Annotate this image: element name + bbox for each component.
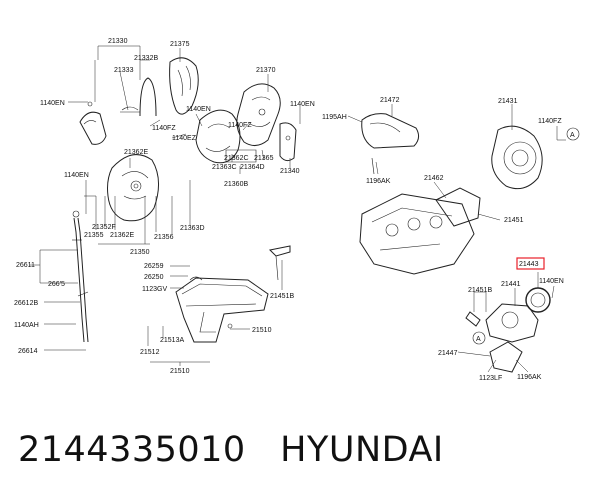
- label-A-1: A: [570, 132, 575, 139]
- label-21364D[interactable]: 21364D: [240, 164, 265, 171]
- oil-seal-21443[interactable]: [525, 287, 551, 313]
- label-1123GV[interactable]: 1123GV: [142, 286, 167, 293]
- label-21365[interactable]: 21365: [254, 155, 274, 162]
- label-21512[interactable]: 21512: [140, 349, 160, 356]
- label-1140EN-c[interactable]: 1140EN: [290, 101, 315, 108]
- label-21360B[interactable]: 21360B: [224, 181, 248, 188]
- label-21362E-b[interactable]: 21362E: [110, 232, 134, 239]
- label-21363D[interactable]: 21363D: [180, 225, 205, 232]
- timing-case-cover: [225, 83, 281, 163]
- part-labels: 21330 21332B 21333 21375 21370 1140EN 11…: [14, 38, 575, 382]
- label-1140EN-b[interactable]: 1140EN: [186, 106, 211, 113]
- part-number: 2144335010: [18, 430, 246, 470]
- label-21363C[interactable]: 21363C: [212, 164, 237, 171]
- label-A-2: A: [476, 336, 481, 343]
- label-1140FZ-b[interactable]: 1140FZ: [228, 122, 252, 129]
- oil-dipstick: [72, 210, 89, 343]
- label-21447[interactable]: 21447: [438, 350, 458, 357]
- bracket-21340: [279, 122, 297, 162]
- label-1196AK-b[interactable]: 1196AK: [517, 374, 542, 381]
- label-21451[interactable]: 21451: [504, 217, 524, 224]
- timing-cover-lower: [107, 154, 159, 222]
- label-1140FZ-c[interactable]: 1140FZ: [538, 118, 562, 125]
- circle-A-marker: [566, 127, 580, 141]
- caption: 2144335010 HYUNDAI: [18, 420, 444, 480]
- parts-diagram: 21330 21332B 21333 21375 21370 1140EN 11…: [14, 38, 580, 382]
- label-26615[interactable]: 266'5: [48, 281, 65, 288]
- engine-block: [359, 193, 475, 275]
- drive-plate-21431: [491, 125, 543, 190]
- label-21510-a[interactable]: 21510: [252, 327, 272, 334]
- label-26614[interactable]: 26614: [18, 348, 38, 355]
- label-1140AH[interactable]: 1140AH: [14, 322, 39, 329]
- label-1196AK-a[interactable]: 1196AK: [366, 178, 391, 185]
- label-1140FZ-a[interactable]: 1140FZ: [152, 125, 176, 132]
- label-21370[interactable]: 21370: [256, 67, 276, 74]
- label-1140EN-d[interactable]: 1140EN: [64, 172, 89, 179]
- label-1140EN-e[interactable]: 1140EN: [539, 278, 564, 285]
- label-21441[interactable]: 21441: [501, 281, 521, 288]
- label-21362C[interactable]: 21362C: [224, 155, 249, 162]
- label-26612B[interactable]: 26612B: [14, 300, 38, 307]
- oil-pan: [175, 276, 269, 343]
- label-21513A[interactable]: 21513A: [160, 337, 184, 344]
- label-21356[interactable]: 21356: [154, 234, 174, 241]
- label-1140EZ[interactable]: 1140EZ: [172, 135, 197, 142]
- label-21352F[interactable]: 21352F: [92, 224, 116, 231]
- timing-cover-right: [169, 57, 199, 115]
- label-21330[interactable]: 21330: [108, 38, 128, 45]
- bolt-21451B: [465, 311, 481, 327]
- label-26259[interactable]: 26259: [144, 263, 164, 270]
- bracket-21462: [435, 187, 481, 227]
- label-21431[interactable]: 21431: [498, 98, 518, 105]
- label-21451B-a[interactable]: 21451B: [270, 293, 294, 300]
- label-21451B-b[interactable]: 21451B: [468, 287, 492, 294]
- label-21443[interactable]: 21443: [519, 261, 539, 268]
- circle-A-marker-lower: [472, 331, 486, 345]
- label-1195AH[interactable]: 1195AH: [322, 114, 347, 121]
- label-21355[interactable]: 21355: [84, 232, 104, 239]
- label-1140EN-a[interactable]: 1140EN: [40, 100, 65, 107]
- timing-cover-upper: [79, 101, 107, 145]
- oil-pump-pickup: [268, 245, 291, 281]
- label-21332B[interactable]: 21332B: [134, 55, 158, 62]
- timing-belt: [120, 77, 157, 117]
- leader-lines: [30, 45, 566, 373]
- highlight-box: [516, 257, 545, 270]
- label-26250[interactable]: 26250: [144, 274, 164, 281]
- label-21462[interactable]: 21462: [424, 175, 444, 182]
- brand-name: HYUNDAI: [280, 430, 444, 470]
- label-21375[interactable]: 21375: [170, 41, 190, 48]
- label-21362E-a[interactable]: 21362E: [124, 149, 148, 156]
- bracket-21447: [489, 341, 523, 373]
- reinforcement-21472: [361, 113, 420, 175]
- label-26611[interactable]: 26611: [16, 262, 35, 269]
- label-21333[interactable]: 21333: [114, 67, 134, 74]
- label-21510-b[interactable]: 21510: [170, 368, 190, 375]
- label-21350[interactable]: 21350: [130, 249, 150, 256]
- label-1123LF[interactable]: 1123LF: [479, 375, 502, 382]
- label-21472[interactable]: 21472: [380, 97, 400, 104]
- rear-seal-housing: [485, 303, 539, 343]
- label-21340[interactable]: 21340: [280, 168, 300, 175]
